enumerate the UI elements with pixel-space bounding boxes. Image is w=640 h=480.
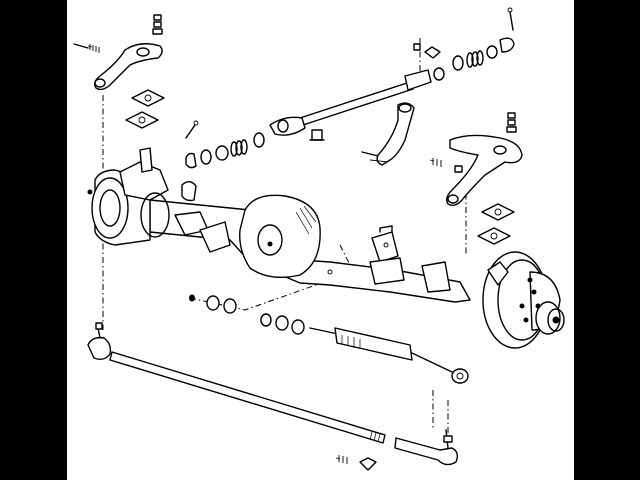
- bolt-icon: [429, 158, 463, 173]
- bushing-set-icon: [189, 294, 305, 335]
- spring-icon: [230, 139, 248, 157]
- nut-stack-icon: [152, 14, 163, 35]
- tie-rod-tube-icon: [109, 351, 386, 444]
- diagram-sheet: [67, 0, 574, 480]
- grease-fitting-icon: [309, 129, 325, 141]
- ball-socket-parts-icon: [413, 37, 515, 81]
- shock-absorber-group: [189, 294, 469, 384]
- left-knuckle-hub-icon: [87, 147, 197, 246]
- spring-icon: [466, 50, 484, 68]
- pitman-arm-icon: [361, 102, 415, 166]
- steering-arm-icon: [93, 43, 163, 91]
- left-steering-arm-group: [73, 14, 165, 129]
- nut-stack-icon: [506, 112, 517, 133]
- shim-plate-icon: [131, 89, 165, 107]
- shim-plate-icon: [477, 227, 511, 245]
- cotter-pin-icon: [185, 120, 199, 139]
- bolt-icon: [73, 43, 100, 53]
- tie-rod-end-icon: [394, 429, 459, 466]
- steering-arm-icon: [445, 134, 523, 207]
- right-steering-arm-group: [429, 112, 523, 245]
- shim-plate-icon: [481, 203, 515, 221]
- cotter-pin-icon: [507, 7, 514, 31]
- front-axle-exploded-diagram: [73, 7, 565, 471]
- axle-housing-icon: [149, 194, 471, 303]
- drag-link-group: [185, 7, 515, 169]
- right-brake-drum-hub-icon: [482, 251, 565, 349]
- tie-rod-group: [87, 322, 459, 471]
- shim-plate-icon: [125, 111, 159, 129]
- shock-absorber-icon: [309, 327, 469, 384]
- tie-rod-end-icon: [87, 322, 112, 361]
- bolt-icon: [335, 455, 377, 471]
- ball-socket-parts-icon: [185, 119, 289, 169]
